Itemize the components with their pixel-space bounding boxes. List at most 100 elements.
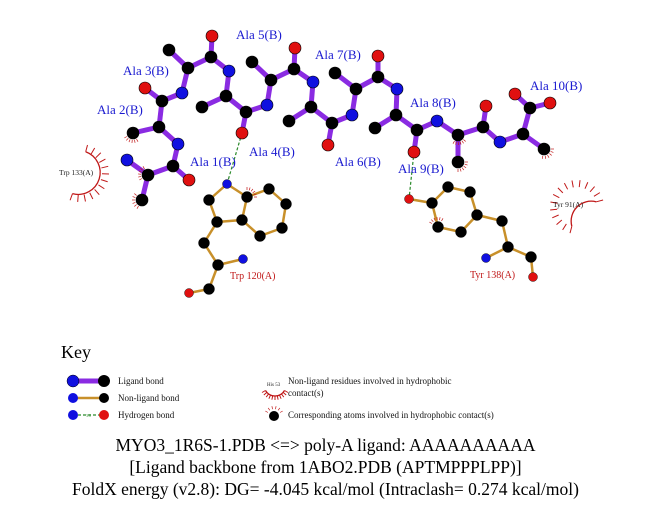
hydrophobic-spoke bbox=[429, 221, 433, 224]
hydrophobic-spoke bbox=[126, 137, 129, 141]
hydrophobic-spoke bbox=[562, 223, 567, 231]
legend-hydrophobic-atom-icon bbox=[265, 406, 283, 421]
legend-title: Key bbox=[61, 342, 91, 362]
hydrophobic-spoke bbox=[140, 168, 144, 171]
hydrophobic-spoke bbox=[132, 196, 136, 198]
hydrophobic-spoke bbox=[550, 201, 558, 204]
hydrophobic-spoke bbox=[136, 138, 139, 142]
hydrophobic-contact-atom-icon bbox=[429, 217, 444, 224]
residue-carbon-atom bbox=[525, 251, 537, 263]
hydrophobic-spoke bbox=[69, 193, 73, 201]
ligand-carbon-atom bbox=[451, 128, 465, 142]
ligand-oxygen-atom bbox=[543, 96, 557, 110]
hydrophobic-spoke bbox=[547, 154, 550, 158]
ligand-carbon-atom bbox=[523, 101, 537, 115]
residue-carbon-atom bbox=[236, 214, 248, 226]
hydrophobic-spoke bbox=[452, 140, 455, 144]
residue-carbon-atom bbox=[211, 216, 223, 228]
residue-carbon-atom bbox=[280, 198, 292, 210]
ligand-carbon-atom bbox=[287, 62, 301, 76]
ligand-carbon-atom bbox=[166, 159, 180, 173]
legend-hbond-distance: 3.0 bbox=[86, 413, 91, 418]
label-ala4: Ala 4(B) bbox=[249, 144, 295, 159]
residue-carbon-atom bbox=[254, 230, 266, 242]
caption-line-1: MYO3_1R6S-1.PDB <=> poly-A ligand: AAAAA… bbox=[115, 435, 536, 455]
residue-carbon-atom bbox=[203, 194, 215, 206]
hydrophobic-spoke bbox=[589, 186, 595, 193]
residue-carbon-atom bbox=[471, 209, 483, 221]
hydrophobic-spoke bbox=[563, 182, 569, 190]
hydrophobic-spoke bbox=[569, 226, 573, 234]
residue-carbon-atom bbox=[426, 197, 438, 209]
ligand-nitrogen-atom bbox=[430, 114, 444, 128]
label-tyr91: Tyr 91(A) bbox=[553, 200, 584, 209]
legend: Key Ligand bond Non-ligand bond 3.0 Hydr… bbox=[61, 342, 494, 421]
hydrophobic-spoke bbox=[265, 410, 269, 413]
label-ala5: Ala 5(B) bbox=[236, 27, 282, 42]
label-trp120: Trp 120(A) bbox=[230, 271, 275, 282]
hydrophobic-spoke bbox=[275, 406, 277, 410]
legend-example-residue: His 53 bbox=[267, 383, 281, 388]
residue-oxygen-atom bbox=[404, 194, 414, 204]
hydrophobic-spoke bbox=[77, 194, 79, 202]
hydrophobic-spoke bbox=[253, 193, 257, 196]
ligand-carbon-atom bbox=[537, 142, 551, 156]
hydrophobic-spoke bbox=[134, 139, 136, 143]
ligand-nitrogen-atom bbox=[175, 86, 189, 100]
ligand-carbon-atom bbox=[328, 66, 342, 80]
hydrophobic-spoke bbox=[85, 144, 88, 152]
ligand-carbon-atom bbox=[451, 155, 465, 169]
hydrophobic-spoke bbox=[95, 152, 102, 159]
hydrophobic-spoke bbox=[571, 180, 574, 188]
hydrophobic-spoke bbox=[100, 179, 108, 183]
hydrophobic-contacts-layer bbox=[69, 136, 604, 234]
residue-carbon-atom bbox=[464, 186, 476, 198]
hydrophobic-spoke bbox=[461, 140, 464, 144]
label-ala9: Ala 9(B) bbox=[398, 161, 444, 176]
ligand-carbon-atom bbox=[155, 94, 169, 108]
legend-corresponding-atoms-label: Corresponding atoms involved in hydropho… bbox=[288, 410, 494, 420]
hydrophobic-spoke bbox=[549, 153, 552, 156]
residue-carbon-atom bbox=[432, 221, 444, 233]
hydrophobic-contact-atom-icon bbox=[124, 136, 139, 143]
hydrophobic-spoke bbox=[128, 139, 131, 143]
ligand-carbon-atom bbox=[368, 121, 382, 135]
legend-hydrophobic-residues-label-2: contact(s) bbox=[288, 388, 323, 398]
hydrophobic-spoke bbox=[550, 151, 554, 153]
caption-line-3: FoldX energy (v2.8): DG= -4.045 kcal/mol… bbox=[72, 479, 579, 499]
ligand-nitrogen-atom bbox=[222, 64, 236, 78]
ligand-carbon-atom bbox=[516, 127, 530, 141]
hydrophobic-spoke bbox=[459, 141, 462, 145]
hydrophobic-spoke bbox=[441, 218, 444, 222]
label-trp133: Trp 133(A) bbox=[59, 168, 94, 177]
residue-carbon-atom bbox=[455, 226, 467, 238]
hydrophobic-spoke bbox=[250, 188, 254, 192]
ligand-carbon-atom bbox=[195, 100, 209, 114]
ligand-nitrogen-atom bbox=[171, 137, 185, 151]
residue-carbon-atom bbox=[442, 181, 454, 193]
hydrophobic-spoke bbox=[279, 410, 283, 413]
hydrophobic-spoke bbox=[261, 390, 266, 393]
hydrophobic-spoke bbox=[284, 390, 289, 393]
ligand-carbon-atom bbox=[264, 73, 278, 87]
residue-carbon-atom bbox=[203, 283, 215, 295]
hydrophobic-spoke bbox=[464, 163, 468, 166]
hydrophobic-spoke bbox=[463, 165, 467, 169]
atoms-layer bbox=[120, 29, 557, 298]
hydrophobic-spoke bbox=[132, 202, 136, 204]
ligand-oxygen-atom bbox=[205, 29, 219, 43]
hydrophobic-spoke bbox=[252, 190, 256, 194]
ligand-carbon-atom bbox=[126, 126, 140, 140]
ligand-nitrogen-atom bbox=[493, 135, 507, 149]
label-ala10: Ala 10(B) bbox=[530, 78, 582, 93]
hydrophobic-spoke bbox=[138, 176, 142, 178]
ligand-carbon-atom bbox=[282, 114, 296, 128]
hydrophobic-spoke bbox=[277, 407, 281, 411]
hydrophobic-spoke bbox=[248, 187, 251, 191]
ligand-carbon-atom bbox=[410, 123, 424, 137]
hydrophobic-spoke bbox=[578, 180, 581, 188]
ligand-oxygen-atom bbox=[479, 99, 493, 113]
ligand-oxygen-atom bbox=[288, 41, 302, 55]
hydrophobic-arc-trp133-icon bbox=[69, 144, 109, 202]
